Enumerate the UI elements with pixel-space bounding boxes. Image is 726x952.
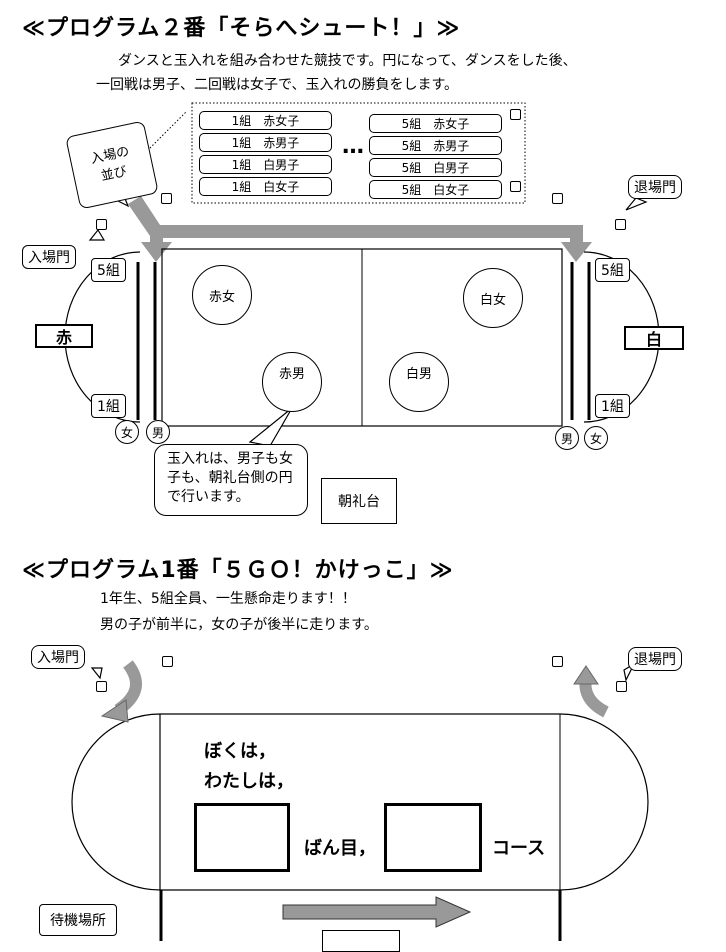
program1-desc-line1: 1年生、5組全員、一生懸命走ります！！ [100, 591, 356, 607]
lineup-right-2: 5組 赤男子 [369, 136, 502, 155]
lineup-left-3: 1組 白男子 [199, 155, 332, 174]
marker-square [552, 656, 563, 667]
exit-gate-label-2: 退場門 [628, 647, 682, 671]
marker-square [161, 193, 172, 204]
marker-square [510, 181, 521, 192]
lineup-left-2: 1組 赤男子 [199, 133, 332, 152]
girl-marker-left: 女 [115, 420, 139, 444]
marker-square [96, 681, 107, 692]
marker-square [510, 109, 521, 120]
lineup-ellipsis: … [342, 134, 364, 159]
order-suffix-text: ばん目， [304, 838, 376, 859]
entry-order-label: 入場の並び [89, 144, 131, 185]
red-team-label: 赤 [35, 324, 93, 348]
order-number-box[interactable] [194, 803, 290, 872]
entrance-gate-label-2: 入場門 [31, 645, 85, 669]
class5-right-label: 5組 [595, 258, 630, 282]
program1-desc-line2: 男の子が前半に，女の子が後半に走ります。 [100, 617, 378, 633]
tamaire-note-callout: 玉入れは、男子も女子も、朝礼台側の円で行います。 [154, 444, 308, 516]
watashi-wa-text: わたしは， [204, 771, 294, 792]
marker-square [615, 219, 626, 230]
podium-box: 朝礼台 [321, 478, 397, 524]
red-boys-circle: 赤男 [262, 352, 322, 412]
marker-square [616, 681, 627, 692]
white-boys-circle: 白男 [389, 352, 449, 412]
lineup-right-3: 5組 白男子 [369, 158, 502, 177]
exit-gate-label: 退場門 [628, 175, 682, 199]
boy-marker-right: 男 [555, 426, 579, 450]
program1-title: ≪プログラム1番「５ＧＯ！かけっこ」≫ [22, 558, 454, 583]
red-girls-circle: 赤女 [192, 265, 252, 325]
program2-title: ≪プログラム２番「そらへシュート！」≫ [22, 16, 461, 41]
boy-marker-left: 男 [146, 420, 170, 444]
course-suffix-text: コース [492, 838, 546, 859]
program2-desc-line1: ダンスと玉入れを組み合わせた競技です。円になって、ダンスをした後、 [118, 53, 577, 69]
white-girls-circle: 白女 [463, 268, 523, 328]
tamaire-note-text: 玉入れは、男子も女子も、朝礼台側の円で行います。 [167, 451, 293, 505]
lineup-right-4: 5組 白女子 [369, 180, 502, 199]
girl-marker-right: 女 [584, 426, 608, 450]
boku-wa-text: ぼくは， [204, 741, 276, 762]
lineup-left-1: 1組 赤女子 [199, 111, 332, 130]
lineup-right-1: 5組 赤女子 [369, 114, 502, 133]
entrance-gate-label: 入場門 [22, 245, 76, 269]
white-team-label: 白 [624, 326, 684, 350]
course-number-box[interactable] [384, 803, 482, 872]
program2-desc-line2: 一回戦は男子、二回戦は女子で、玉入れの勝負をします。 [96, 77, 459, 93]
marker-square [96, 219, 107, 230]
lineup-left-4: 1組 白女子 [199, 177, 332, 196]
class5-left-label: 5組 [91, 258, 126, 282]
marker-square [162, 656, 173, 667]
waiting-area-label: 待機場所 [39, 904, 117, 936]
class1-left-label: 1組 [91, 394, 126, 418]
class1-right-label: 1組 [595, 394, 630, 418]
podium-box-2 [322, 930, 400, 952]
marker-square [552, 193, 563, 204]
